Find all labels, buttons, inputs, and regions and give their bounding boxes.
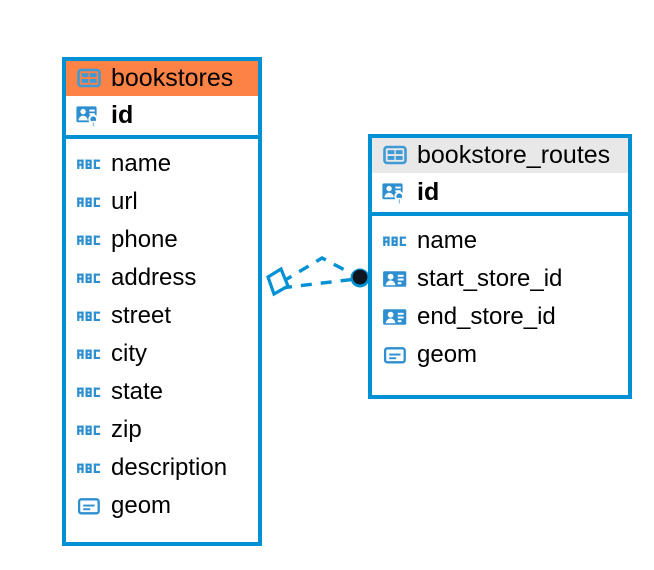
primary-key-label: id [111, 100, 134, 129]
column-row[interactable]: description [66, 449, 258, 487]
primary-key-icon [76, 102, 102, 128]
relationship-line-lower [280, 277, 357, 290]
column-name: geom [417, 341, 478, 368]
entity-header-bookstore-routes[interactable]: bookstore_routes [372, 138, 628, 173]
column-name: description [111, 454, 228, 481]
column-name: state [111, 378, 164, 405]
text-abc-icon [76, 227, 102, 253]
column-name: start_store_id [417, 265, 563, 292]
column-list-bookstores: name url phone address street city state zip des… [66, 139, 258, 531]
text-abc-icon [76, 151, 102, 177]
column-row[interactable]: geom [66, 487, 258, 525]
text-abc-icon [76, 379, 102, 405]
entity-title: bookstores [111, 63, 234, 92]
primary-key-icon [382, 179, 408, 205]
primary-key-row-bookstores[interactable]: id [66, 96, 258, 139]
relationship-source-diamond-marker [266, 266, 291, 297]
text-abc-icon [382, 228, 408, 254]
primary-key-label: id [417, 177, 440, 206]
column-name: phone [111, 226, 178, 253]
column-name: name [111, 150, 172, 177]
entity-title: bookstore_routes [417, 140, 611, 169]
column-name: name [417, 227, 478, 254]
geometry-icon [382, 342, 408, 368]
foreign-key-icon [382, 304, 408, 330]
geometry-icon [76, 493, 102, 519]
primary-key-row-bookstore-routes[interactable]: id [372, 173, 628, 216]
column-name: zip [111, 416, 142, 443]
column-name: address [111, 264, 197, 291]
relationship-target-circle-marker [350, 268, 370, 288]
table-icon [382, 142, 408, 168]
column-row[interactable]: name [66, 145, 258, 183]
relationship-line-upper [281, 256, 359, 284]
column-name: end_store_id [417, 303, 556, 330]
column-row[interactable]: start_store_id [372, 260, 628, 298]
column-row[interactable]: state [66, 373, 258, 411]
column-row[interactable]: address [66, 259, 258, 297]
column-name: geom [111, 492, 172, 519]
text-abc-icon [76, 417, 102, 443]
entity-header-bookstores[interactable]: bookstores [66, 61, 258, 96]
text-abc-icon [76, 189, 102, 215]
foreign-key-icon [382, 266, 408, 292]
column-name: url [111, 188, 138, 215]
column-row[interactable]: name [372, 222, 628, 260]
text-abc-icon [76, 341, 102, 367]
table-icon [76, 65, 102, 91]
entity-bookstores[interactable]: bookstores id name url phone address street c… [62, 57, 262, 546]
column-name: city [111, 340, 147, 367]
column-row[interactable]: street [66, 297, 258, 335]
column-row[interactable]: end_store_id [372, 298, 628, 336]
column-row[interactable]: geom [372, 336, 628, 374]
text-abc-icon [76, 455, 102, 481]
column-row[interactable]: url [66, 183, 258, 221]
text-abc-icon [76, 303, 102, 329]
column-row[interactable]: zip [66, 411, 258, 449]
column-row[interactable]: phone [66, 221, 258, 259]
column-row[interactable]: city [66, 335, 258, 373]
text-abc-icon [76, 265, 102, 291]
column-name: street [111, 302, 172, 329]
